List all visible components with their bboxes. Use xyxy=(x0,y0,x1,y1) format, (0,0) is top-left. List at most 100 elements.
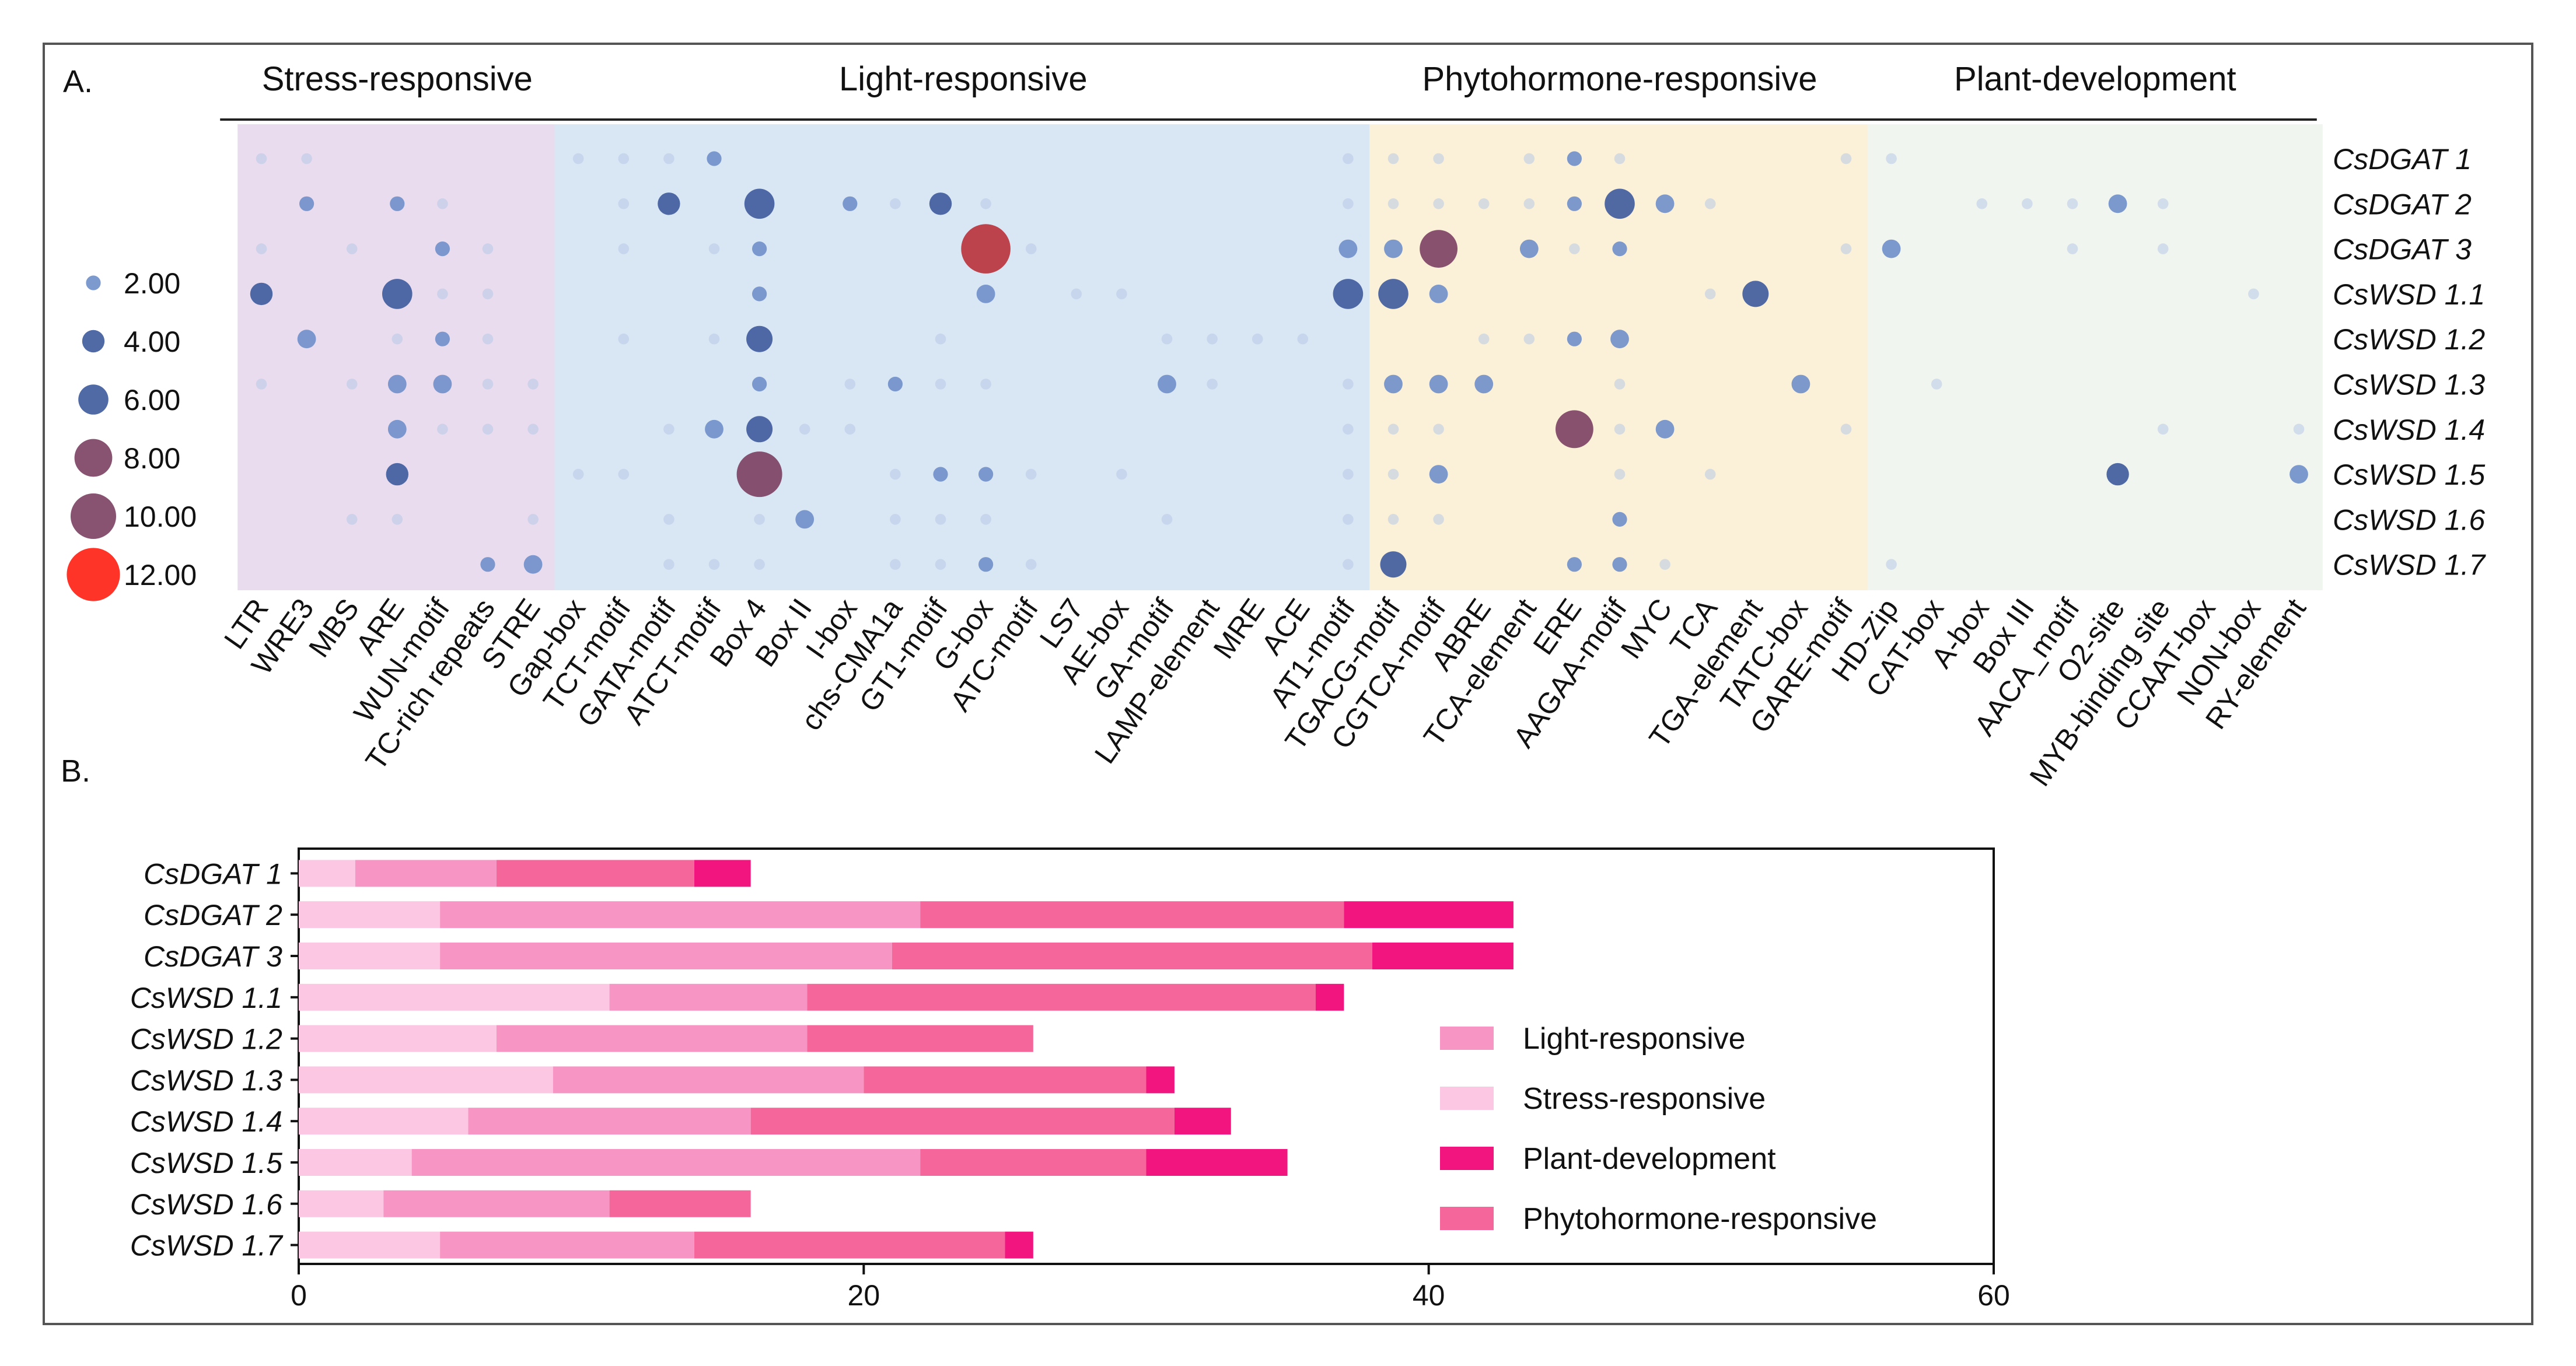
bar-csdgat-1-phytohormone-responsive xyxy=(496,860,694,887)
bubble-cswsd-1-1-tga-element xyxy=(1742,281,1769,307)
bubble-csdgat-2-ere xyxy=(1567,196,1582,211)
bar-csdgat-1-plant-development xyxy=(694,860,751,887)
bubble-cswsd-1-3-box-4 xyxy=(752,376,767,392)
bar-cswsd-1-6-stress-responsive xyxy=(299,1190,384,1217)
bubble-cswsd-1-1-non-box xyxy=(2248,288,2259,300)
bar-label-cswsd-1-7: CsWSD 1.7 xyxy=(130,1230,284,1262)
bubble-cswsd-1-6-aagaa-motif xyxy=(1612,512,1627,527)
bubble-csdgat-3-tct-motif xyxy=(618,243,630,254)
bubble-cswsd-1-7-stre xyxy=(523,555,543,574)
bubble-cswsd-1-3-cgtca-motif xyxy=(1429,374,1448,394)
bubble-csdgat-1-wre3 xyxy=(301,153,312,164)
bar-cswsd-1-1-stress-responsive xyxy=(299,983,610,1011)
legend-label-6-00: 6.00 xyxy=(124,384,180,416)
bar-csdgat-2-plant-development xyxy=(1344,901,1514,929)
bubble-cswsd-1-5-g-box xyxy=(978,467,994,482)
bubble-csdgat-2-box-iii xyxy=(2022,198,2033,209)
bubble-cswsd-1-4-tc-rich-repeats xyxy=(482,423,494,435)
bubble-csdgat-2-myb-binding-site xyxy=(2157,198,2169,209)
bubble-cswsd-1-6-ga-motif xyxy=(1161,514,1173,525)
bubble-csdgat-2-tct-motif xyxy=(618,198,630,209)
group-title-stress-responsive: Stress-responsive xyxy=(262,60,533,98)
bar-label-cswsd-1-4: CsWSD 1.4 xyxy=(130,1105,282,1138)
bubble-csdgat-3-aaca-motif xyxy=(2067,243,2078,254)
bubble-cswsd-1-5-box-4 xyxy=(736,451,782,498)
bubble-csdgat-3-atc-motif xyxy=(1025,243,1037,254)
group-title-light-responsive: Light-responsive xyxy=(839,60,1088,98)
bubble-cswsd-1-6-at1-motif xyxy=(1343,514,1354,525)
x-tick-label-0: 0 xyxy=(291,1279,307,1312)
bubble-csdgat-2-aagaa-motif xyxy=(1605,188,1635,219)
bubble-cswsd-1-3-are xyxy=(387,374,407,394)
bubble-cswsd-1-3-i-box xyxy=(844,379,856,390)
bubble-cswsd-1-4-gare-motif xyxy=(1840,423,1852,435)
legend-swatch-phytohormone-responsive xyxy=(1440,1207,1494,1230)
group-title-plant-development: Plant-development xyxy=(1954,60,2236,98)
bubble-cswsd-1-1-ltr xyxy=(250,282,273,306)
bubble-csdgat-2-abre xyxy=(1478,198,1490,209)
bar-legend: Light-responsiveStress-responsivePlant-d… xyxy=(1440,1022,1877,1236)
bubble-cswsd-1-7-chs-cma1a xyxy=(890,559,901,570)
bubble-csdgat-1-gap-box xyxy=(572,153,584,164)
bubble-cswsd-1-6-mbs xyxy=(346,514,358,525)
bubble-csdgat-2-a-box xyxy=(1976,198,1988,209)
bubble-csdgat-3-ltr xyxy=(256,243,267,254)
bubble-cswsd-1-7-aagaa-motif xyxy=(1612,557,1627,572)
bar-cswsd-1-3-stress-responsive xyxy=(299,1066,553,1094)
bubble-csdgat-3-atct-motif xyxy=(708,243,720,254)
group-bands xyxy=(237,124,2323,590)
group-band-light-responsive xyxy=(554,124,1372,590)
legend-label-12-00: 12.00 xyxy=(124,559,197,591)
bubble-cswsd-1-2-aagaa-motif xyxy=(1610,330,1629,349)
bubble-cswsd-1-3-cat-box xyxy=(1931,379,1942,390)
bubble-cswsd-1-7-at1-motif xyxy=(1343,559,1354,570)
bubble-cswsd-1-3-tgacg-motif xyxy=(1384,374,1403,394)
bubble-cswsd-1-3-ga-motif xyxy=(1158,374,1176,394)
bubble-cswsd-1-5-at1-motif xyxy=(1343,468,1354,480)
bubble-cswsd-1-4-are xyxy=(387,419,407,439)
bar-csdgat-3-plant-development xyxy=(1372,943,1514,969)
bubble-cswsd-1-6-tgacg-motif xyxy=(1387,514,1399,525)
bubble-cswsd-1-5-aagaa-motif xyxy=(1614,468,1626,480)
bubble-cswsd-1-2-abre xyxy=(1478,333,1490,345)
x-tick-label-40: 40 xyxy=(1413,1279,1445,1312)
bubble-csdgat-2-gata-motif xyxy=(658,192,680,215)
bubble-cswsd-1-1-ls7 xyxy=(1071,288,1082,300)
bubble-cswsd-1-6-stre xyxy=(527,514,539,525)
bubble-cswsd-1-4-myb-binding-site xyxy=(2157,423,2169,435)
bubble-cswsd-1-4-ere xyxy=(1556,410,1593,449)
bubble-cswsd-1-2-box-4 xyxy=(746,325,773,352)
bubble-cswsd-1-2-wre3 xyxy=(297,330,316,349)
legend-bubble-2-00 xyxy=(86,275,101,290)
bubble-cswsd-1-2-mre xyxy=(1252,333,1263,345)
bubble-cswsd-1-5-are xyxy=(386,463,408,486)
bubble-cswsd-1-4-myc xyxy=(1655,419,1675,439)
bubble-cswsd-1-2-gt1-motif xyxy=(935,333,946,345)
bar-label-csdgat-3: CsDGAT 3 xyxy=(144,940,282,973)
panel-a-label: A. xyxy=(63,64,93,99)
legend-label-phytohormone-responsive: Phytohormone-responsive xyxy=(1523,1202,1877,1236)
bubble-cswsd-1-3-ltr xyxy=(256,379,267,390)
bubble-cswsd-1-4-cgtca-motif xyxy=(1433,423,1444,435)
bubble-cswsd-1-5-atc-motif xyxy=(1025,468,1037,480)
bar-cswsd-1-4-plant-development xyxy=(1174,1108,1231,1135)
row-label-cswsd-1-7: CsWSD 1.7 xyxy=(2333,549,2486,582)
bubble-csdgat-3-myb-binding-site xyxy=(2157,243,2169,254)
bubble-csdgat-1-atct-motif xyxy=(707,151,722,166)
bubble-cswsd-1-7-atct-motif xyxy=(708,559,720,570)
bar-cswsd-1-6-phytohormone-responsive xyxy=(609,1190,751,1217)
bar-label-cswsd-1-2: CsWSD 1.2 xyxy=(130,1023,282,1056)
bubble-cswsd-1-3-chs-cma1a xyxy=(887,376,903,392)
legend-label-10-00: 10.00 xyxy=(124,500,197,533)
bar-cswsd-1-5-plant-development xyxy=(1146,1149,1288,1176)
bubble-cswsd-1-1-cgtca-motif xyxy=(1429,285,1448,303)
bubble-cswsd-1-4-ry-element xyxy=(2293,423,2305,435)
bubble-cswsd-1-4-gata-motif xyxy=(663,423,674,435)
bubble-csdgat-3-tca-element xyxy=(1519,239,1539,258)
legend-bubble-4-00 xyxy=(82,330,105,353)
row-label-cswsd-1-5: CsWSD 1.5 xyxy=(2333,458,2485,491)
bubble-cswsd-1-7-ere xyxy=(1567,557,1582,572)
bubble-grid xyxy=(250,151,2308,578)
legend-swatch-stress-responsive xyxy=(1440,1087,1494,1110)
